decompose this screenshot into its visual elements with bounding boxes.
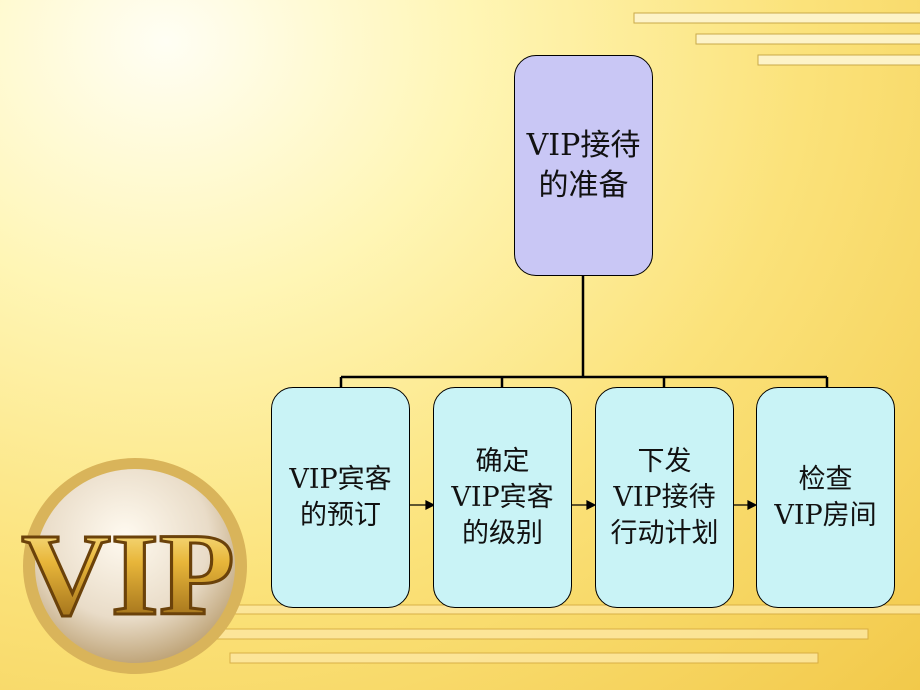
root-node: VIP接待 的准备 (514, 55, 653, 276)
child-node-label: 确定 VIP宾客 的级别 (451, 445, 554, 549)
child-node-label: 下发 VIP接待 行动计划 (610, 445, 719, 549)
child-node-label: 检查 VIP房间 (774, 463, 877, 531)
child-node-vip-level: 确定 VIP宾客 的级别 (433, 387, 572, 608)
child-node-vip-booking: VIP宾客 的预订 (271, 387, 410, 608)
child-node-label: VIP宾客 的预订 (289, 463, 392, 531)
child-node-check-room: 检查 VIP房间 (756, 387, 895, 608)
child-node-action-plan: 下发 VIP接待 行动计划 (595, 387, 734, 608)
root-node-label: VIP接待 的准备 (526, 127, 641, 203)
vip-logo-text: VIP (21, 510, 234, 641)
